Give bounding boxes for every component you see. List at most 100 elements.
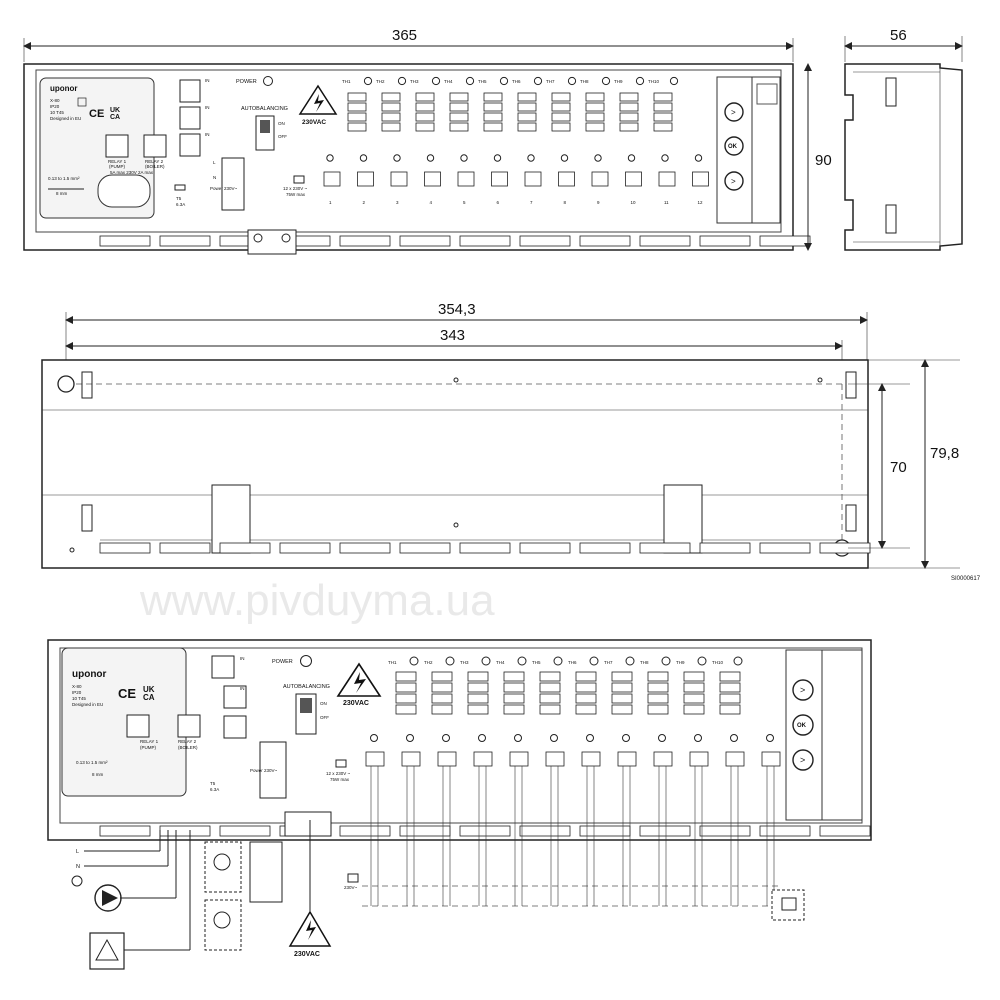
th-terminal-bot-1-1: [395, 671, 417, 682]
th-label-top-10: TH10: [648, 79, 660, 84]
ok-button[interactable]: [724, 136, 744, 156]
warning-voltage-text-2: 230VAC: [343, 700, 369, 707]
ch-led-top-6: [493, 154, 502, 162]
th-terminal-bot-3-3: [467, 693, 489, 704]
ch-terminal-top-4: [424, 171, 441, 187]
th-terminal-bot-1-3: [395, 693, 417, 704]
th-label-top-2: TH2: [376, 79, 385, 84]
relay2-label-2: RELAY 2: [178, 739, 197, 744]
th-label-top-1: TH1: [342, 79, 351, 84]
th-terminal-bot-10-1: [719, 671, 741, 682]
th-terminal-bot-10-3: [719, 693, 741, 704]
th-terminal-top-7-4: [551, 122, 571, 132]
ukca-bottom-2: CA: [143, 693, 155, 702]
power-label-2: POWER: [272, 659, 293, 665]
dim-height: 90: [815, 152, 832, 169]
th-terminal-top-3-3: [415, 112, 435, 122]
th-led-bot-9: [697, 656, 707, 666]
ch-terminal-bot-8: [617, 751, 637, 767]
th-terminal-bot-5-2: [539, 682, 561, 693]
ch-led-top-5: [460, 154, 468, 162]
th-terminal-bot-2-1: [431, 671, 453, 682]
boiler-icon: [89, 932, 125, 970]
svg-text:>: >: [800, 755, 805, 765]
up-arrow-button-2[interactable]: [792, 679, 814, 701]
th-led-top-1: [363, 76, 373, 86]
warning-voltage-text-3: 230VAC: [294, 951, 320, 958]
th-terminal-top-6-1: [517, 92, 537, 102]
th-terminal-bot-2-2: [431, 682, 453, 693]
th-terminal-top-2-3: [381, 112, 401, 122]
th-terminal-top-4-3: [449, 112, 469, 122]
th-terminal-bot-8-4: [647, 704, 669, 715]
th-led-bot-1: [409, 656, 419, 666]
th-terminal-top-8-3: [585, 112, 605, 122]
th-label-top-9: TH9: [614, 79, 623, 84]
down-arrow-button-2[interactable]: [792, 749, 814, 771]
th-terminal-bot-7-4: [611, 704, 633, 715]
ch-led-bot-6: [550, 734, 558, 742]
th-terminal-bot-2-4: [431, 704, 453, 715]
th-led-top-4: [465, 76, 475, 86]
up-arrow-button[interactable]: [724, 102, 744, 122]
th-terminal-bot-7-2: [611, 682, 633, 693]
ch-led-bot-9: [658, 734, 666, 742]
ch-led-bot-4: [478, 734, 486, 742]
th-led-bot-7: [625, 656, 635, 666]
dim-width-total: 365: [392, 27, 417, 44]
th-terminal-bot-4-2: [503, 682, 525, 693]
ch-label-top-2: 2: [363, 200, 366, 205]
power-terminal: [221, 157, 245, 211]
switch-module-2: [204, 899, 242, 951]
ukca-top-2: UK: [143, 685, 155, 694]
power-n: N: [213, 175, 216, 180]
power-input-label: Power 230V~: [210, 186, 238, 191]
autobalancing-label: AUTOBALANCING: [241, 106, 288, 112]
th-led-bot-4: [517, 656, 527, 666]
dim-hole-spacing: 343: [440, 327, 465, 344]
th-terminal-top-10-1: [653, 92, 673, 102]
th-terminal-top-7-1: [551, 92, 571, 102]
th-terminal-top-10-3: [653, 112, 673, 122]
th-terminal-top-1-3: [347, 112, 367, 122]
th-led-bot-8: [661, 656, 671, 666]
fuse-name: T5: [176, 196, 182, 201]
ch-led-top-11: [661, 154, 669, 162]
doc-id: SI0000617: [951, 576, 981, 582]
th-label-top-5: TH5: [478, 79, 487, 84]
th-terminal-top-5-2: [483, 102, 503, 112]
power-label: POWER: [236, 79, 257, 85]
th-terminal-top-3-1: [415, 92, 435, 102]
ok-button-2[interactable]: [792, 714, 814, 736]
dim-back-height: 79,8: [930, 445, 959, 462]
th-terminal-top-9-4: [619, 122, 639, 132]
down-arrow-button[interactable]: [724, 171, 744, 191]
th-terminal-top-7-2: [551, 102, 571, 112]
ch-terminal-top-8: [558, 171, 575, 187]
ch-led-bot-8: [622, 734, 630, 742]
ip-text: IP20: [50, 104, 60, 109]
relay2-sub-2: (BOILER): [178, 745, 198, 750]
th-led-top-10: [669, 76, 679, 86]
power-input-label-2: Power 230V~: [250, 768, 278, 773]
ch-led-top-12: [694, 154, 703, 162]
th-led-bot-10: [733, 656, 743, 666]
ch-led-top-3: [393, 154, 401, 162]
designed-text-2: Designed in EU: [72, 702, 103, 707]
ch-terminal-bot-7: [581, 751, 601, 767]
th-terminal-bot-5-3: [539, 693, 561, 704]
th-terminal-top-2-2: [381, 102, 401, 112]
th-terminal-top-1-1: [347, 92, 367, 102]
autobalancing-label-2: AUTOBALANCING: [283, 684, 330, 690]
room-thermostat: [771, 889, 805, 921]
ukca-bottom: CA: [110, 114, 120, 121]
th-terminal-top-1-4: [347, 122, 367, 132]
outputs-rating-1: 12 x 230V ~: [283, 186, 308, 191]
watermark-text: www.pivduyma.ua: [139, 576, 495, 625]
th-terminal-bot-6-3: [575, 693, 597, 704]
th-led-top-8: [601, 76, 611, 86]
ch-terminal-top-10: [625, 171, 642, 187]
th-terminal-bot-1-2: [395, 682, 417, 693]
th-label-top-7: TH7: [546, 79, 555, 84]
th-label-bot-6: TH6: [568, 660, 577, 665]
